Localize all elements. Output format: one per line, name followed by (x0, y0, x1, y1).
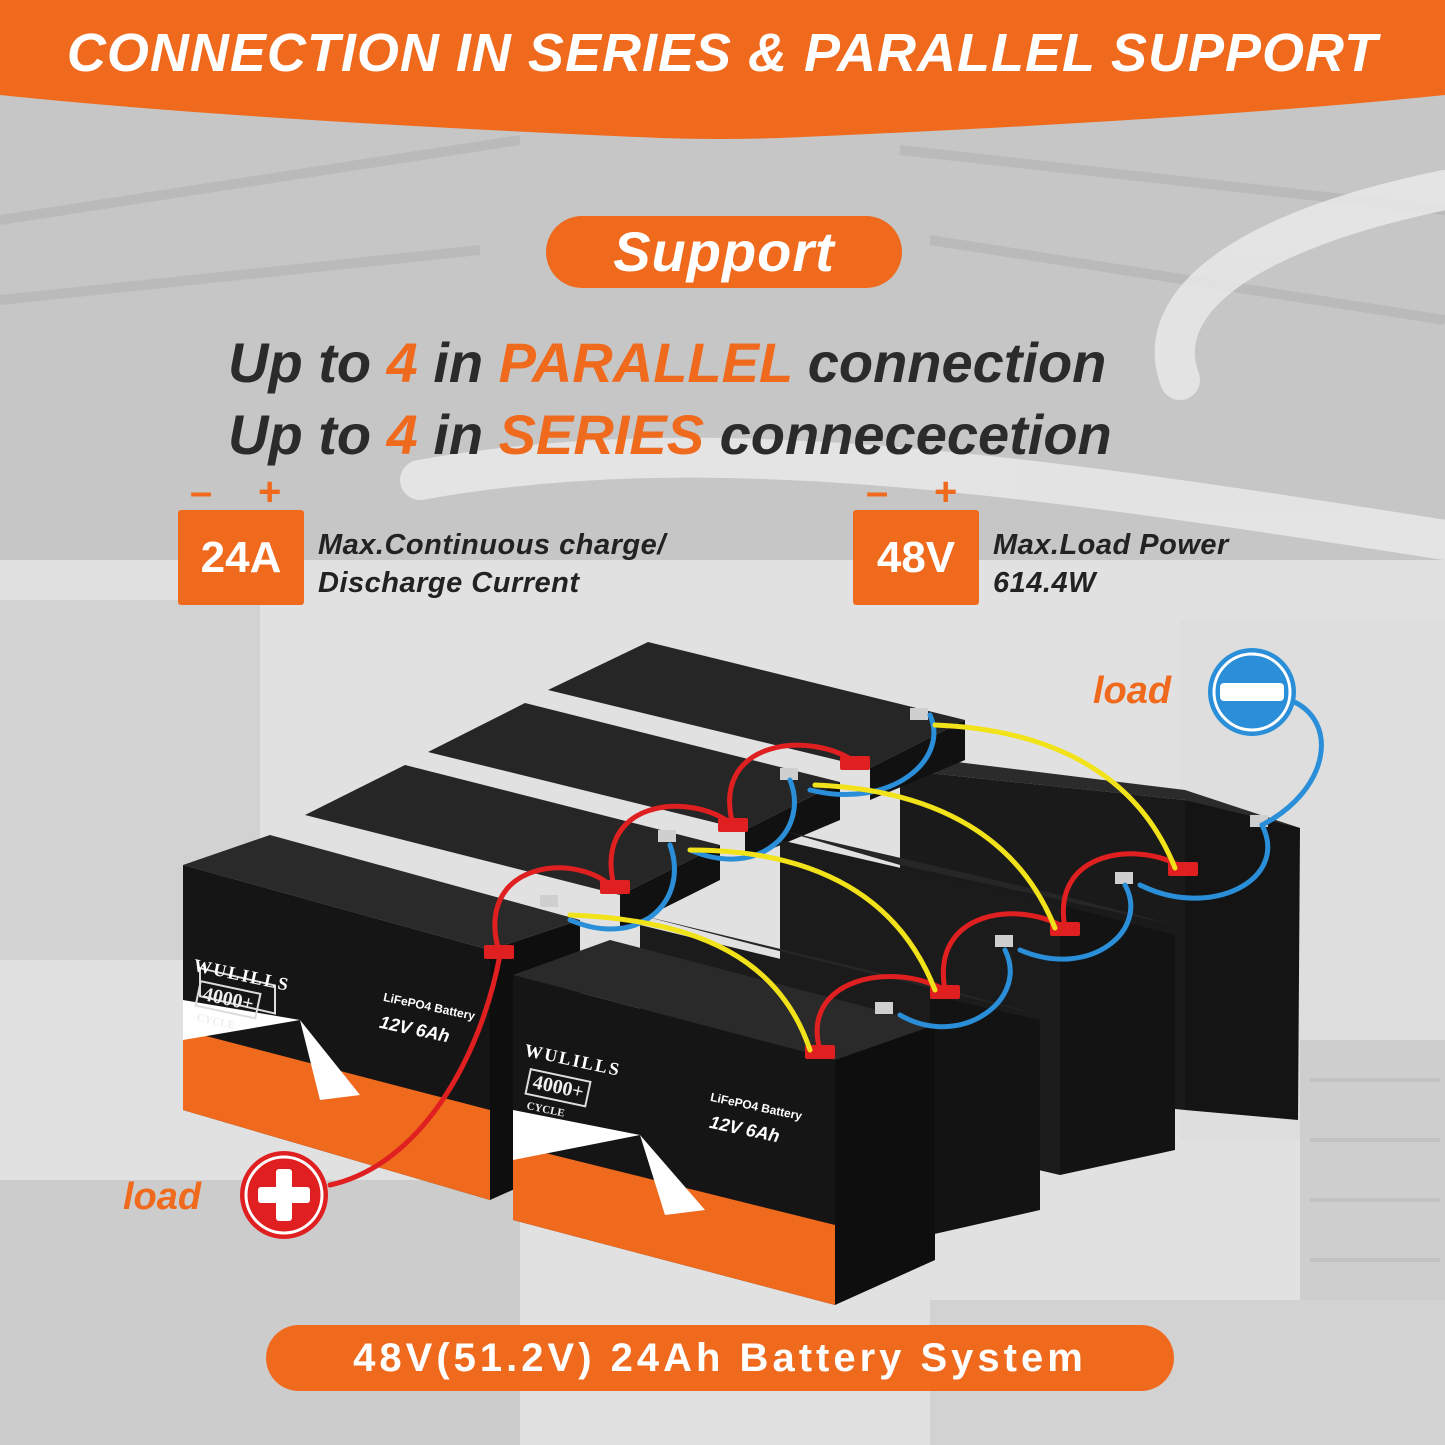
battery-array-illustration (183, 642, 1324, 1305)
spec-current-label: Max.Continuous charge/ Discharge Current (318, 526, 666, 602)
headline-series-num: 4 (386, 403, 418, 466)
spec-power-badge: 48V (853, 510, 979, 605)
headline-series-mid: in (417, 403, 499, 466)
headline-parallel-post: connection (792, 331, 1107, 394)
headline-parallel: Up to 4 in PARALLEL connection (228, 330, 1106, 395)
spec-current-minus: – (190, 470, 213, 514)
support-pill: Support (546, 216, 902, 288)
top-banner-shape (0, 0, 1445, 139)
banner-title: CONNECTION IN SERIES & PARALLEL SUPPORT (66, 23, 1379, 83)
spec-power-plus: + (934, 470, 958, 514)
spec-current-line2: Discharge Current (318, 567, 580, 599)
spec-power-minus: – (866, 470, 889, 514)
system-summary-pill: 48V(51.2V) 24Ah Battery System (266, 1325, 1174, 1391)
headline-series-pre: Up to (228, 403, 387, 466)
headline-parallel-mid: in (417, 331, 499, 394)
headline-parallel-pre: Up to (228, 331, 387, 394)
headline-parallel-num: 4 (386, 331, 418, 394)
headline-series-post: connececetion (704, 403, 1112, 466)
load-negative-label: load (1093, 670, 1172, 712)
headline-series: Up to 4 in SERIES connececetion (228, 402, 1112, 467)
load-positive-label: load (123, 1176, 202, 1218)
spec-power-label: Max.Load Power 614.4W (993, 526, 1229, 602)
spec-current-badge: 24A (178, 510, 304, 605)
terminals-silver (540, 708, 1268, 1014)
load-positive-icon (240, 1151, 328, 1239)
wires-red (327, 742, 1186, 1188)
spec-power-line2: 614.4W (993, 567, 1096, 599)
spec-current-plus: + (258, 470, 282, 514)
wires-blue (567, 697, 1324, 1029)
battery-front-middle (513, 940, 935, 1305)
load-negative-icon (1208, 648, 1296, 736)
wires-yellow (567, 722, 1178, 1053)
spec-power-line1: Max.Load Power (993, 529, 1229, 561)
battery-back-row-1 (548, 642, 965, 800)
spec-current-line1: Max.Continuous charge/ (318, 529, 666, 561)
headline-series-keyword: SERIES (498, 403, 705, 466)
headline-parallel-keyword: PARALLEL (498, 331, 793, 394)
